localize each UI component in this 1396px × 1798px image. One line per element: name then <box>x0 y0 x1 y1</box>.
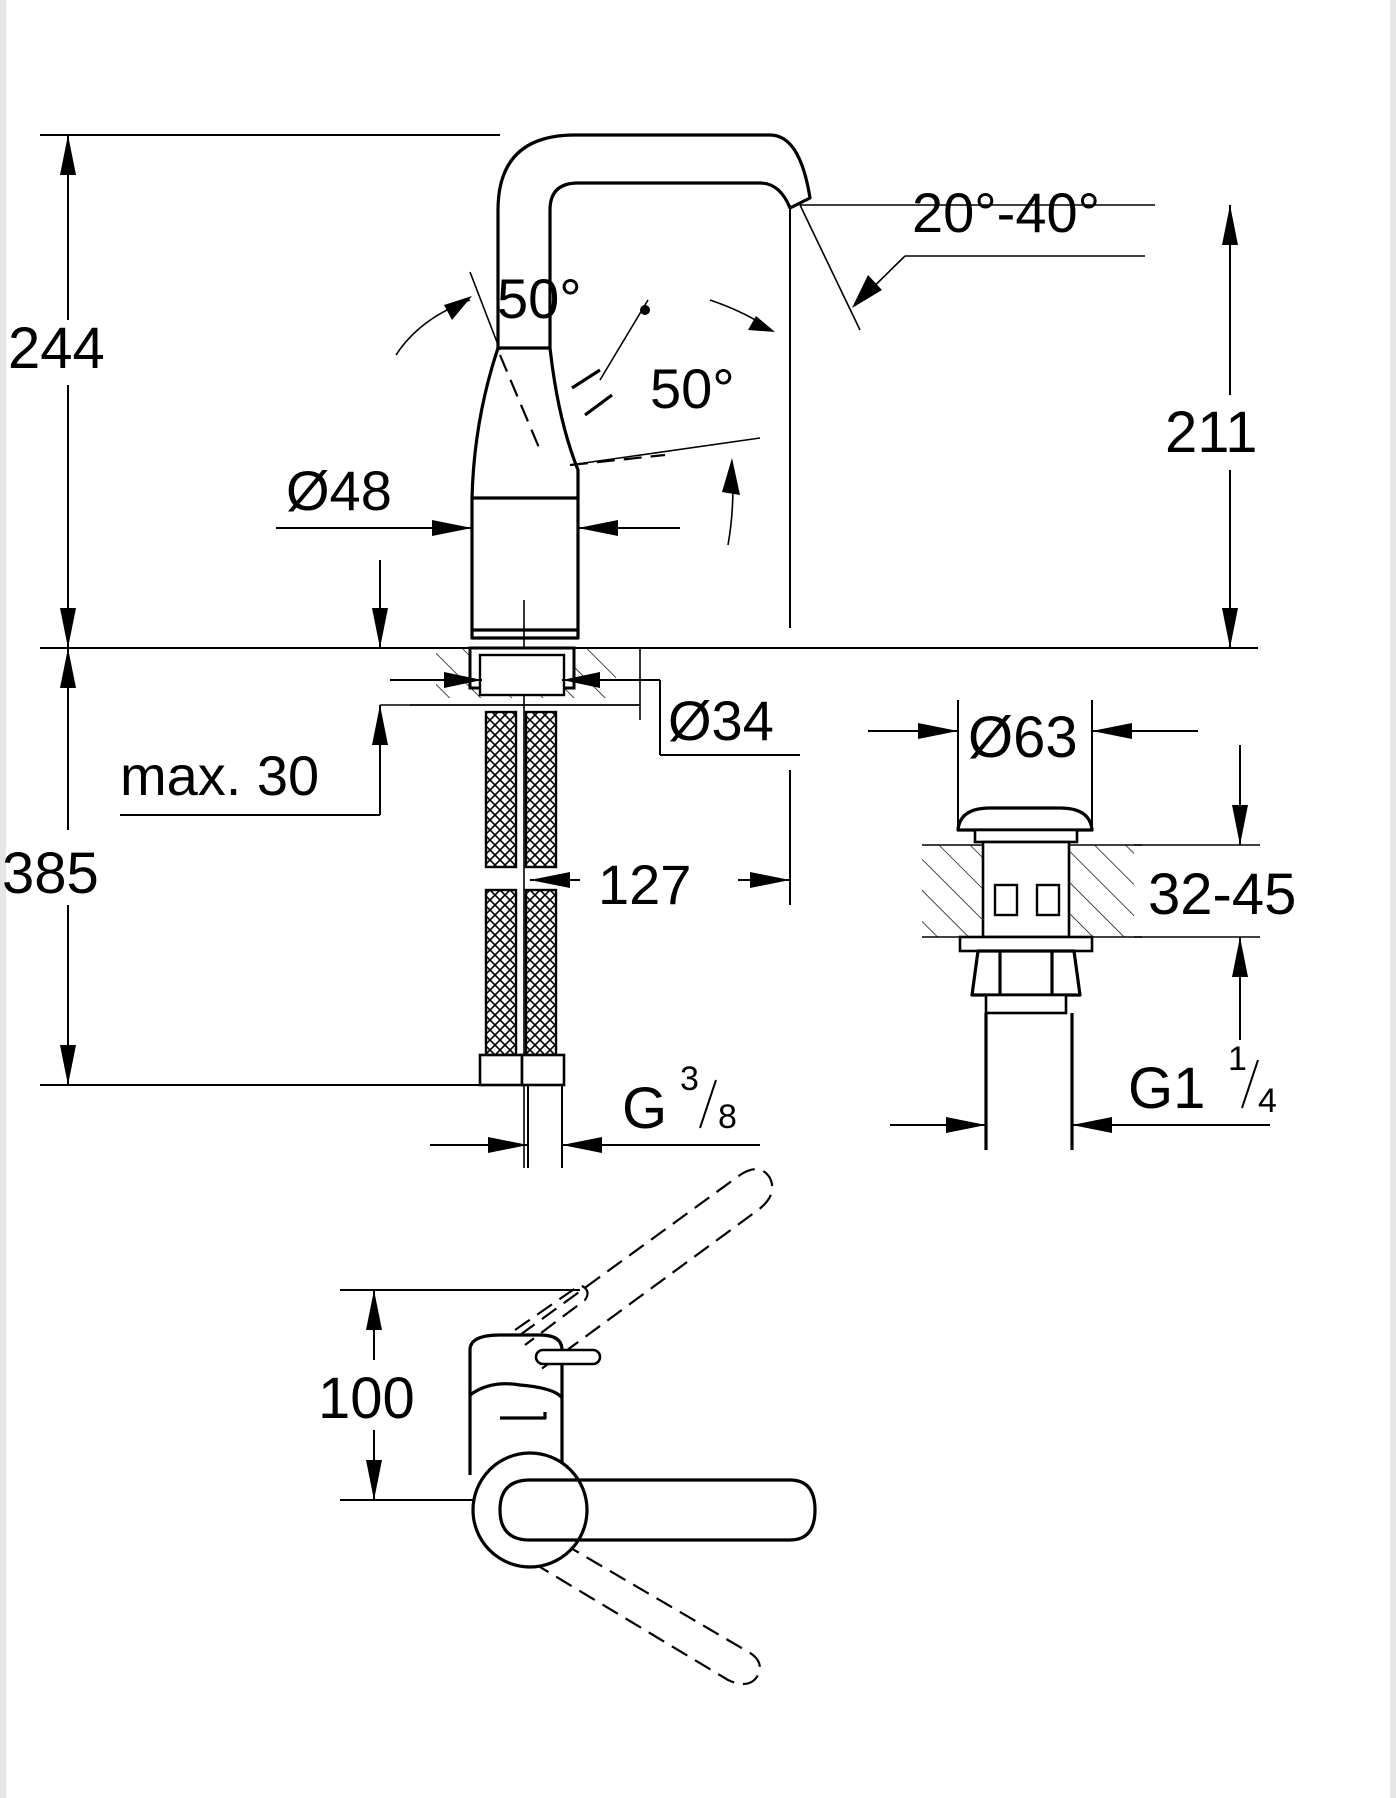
dim-100-label: 100 <box>318 1366 415 1431</box>
threaded-stud <box>478 653 566 697</box>
lever-alt-position <box>498 354 542 451</box>
lever-pivot-marker <box>640 305 650 315</box>
arrowhead <box>60 608 76 648</box>
plan-base-circle <box>471 1451 589 1569</box>
waste-cap <box>956 806 1094 832</box>
arrowhead <box>60 648 76 688</box>
spout <box>496 133 812 255</box>
spout-angle-label: 20°-40° <box>912 181 1100 244</box>
arrowhead <box>60 135 76 175</box>
g114-label: G1 <box>1128 1056 1205 1121</box>
dim-48-label: Ø48 <box>286 459 392 522</box>
arrowhead <box>918 723 958 739</box>
hose-left-lower <box>484 888 518 1057</box>
arrowhead <box>1072 1117 1112 1133</box>
hose-right-upper <box>524 710 558 869</box>
arrowhead <box>578 520 618 536</box>
arrowhead <box>1232 937 1248 977</box>
arrowhead <box>748 316 775 332</box>
hose-nut-right <box>520 1053 566 1087</box>
plan-aerator <box>534 1348 602 1366</box>
g114-fraction-den: 4 <box>1258 1082 1277 1120</box>
spout-angle-line <box>799 204 861 331</box>
hose-nut-left <box>478 1053 524 1087</box>
plan-detail <box>500 1412 547 1420</box>
dim-30-label: max. 30 <box>120 744 319 807</box>
arrowhead <box>372 705 388 745</box>
arrowhead <box>750 872 790 888</box>
lever-alt-up <box>519 1168 774 1371</box>
spout-alt <box>514 1283 589 1346</box>
plan-body <box>468 1350 564 1475</box>
arrowhead <box>1222 205 1238 245</box>
hose-left-upper <box>484 710 518 869</box>
hose-right-lower <box>524 888 558 1057</box>
arrowhead <box>432 520 472 536</box>
arrowhead <box>366 1290 382 1330</box>
plan-body-line <box>469 1382 564 1400</box>
arrowhead <box>1232 805 1248 845</box>
lever-alt-down <box>519 1529 761 1686</box>
lever-axis-ref <box>599 299 649 381</box>
waste-flange <box>973 828 1079 844</box>
dim-127-label: 127 <box>598 853 691 916</box>
waste-nut <box>970 949 1082 997</box>
arrowhead <box>1222 608 1238 648</box>
arrowhead <box>852 275 882 308</box>
arrowhead <box>444 296 472 320</box>
faucet-body <box>470 346 580 640</box>
arrowhead <box>366 1460 382 1500</box>
plan-view: 100 <box>318 1168 817 1686</box>
arrowhead <box>444 672 482 688</box>
g38-fraction-slash <box>699 1079 717 1129</box>
right-edge-strip <box>1390 0 1396 1798</box>
dim-385-label: 385 <box>2 841 99 906</box>
arrowhead <box>372 608 388 648</box>
lever-angle-ref <box>569 437 761 466</box>
dim-211-label: 211 <box>1165 400 1257 465</box>
plan-spout-tip <box>468 1333 564 1351</box>
dim-3245-label: 32-45 <box>1148 862 1296 927</box>
arrowhead <box>488 1137 528 1153</box>
g38-fraction-num: 3 <box>680 1060 699 1098</box>
left-edge-strip <box>0 0 6 1798</box>
g38-fraction-den: 8 <box>718 1098 737 1136</box>
g38-label: G <box>622 1076 667 1141</box>
arrowhead <box>946 1117 986 1133</box>
arrowhead <box>1092 723 1132 739</box>
waste-tail-top <box>984 993 1068 1015</box>
waste-window-left <box>993 883 1019 917</box>
arrowhead <box>60 1045 76 1085</box>
arrowhead <box>722 458 740 495</box>
waste-washer <box>958 935 1094 953</box>
waste-valve: Ø63 32-45 G1 1 4 <box>868 700 1296 1150</box>
dim-63-label: Ø63 <box>968 705 1078 770</box>
waste-window-right <box>1035 883 1061 917</box>
arrowhead <box>562 1137 602 1153</box>
plan-lever <box>498 1478 817 1542</box>
arrowhead <box>562 672 600 688</box>
lever-handle <box>571 368 613 417</box>
lever-angle-side-label: 50° <box>650 357 735 420</box>
g114-fraction-num: 1 <box>1228 1040 1247 1078</box>
dim-34-label: Ø34 <box>668 689 774 752</box>
lever-50-ref-line <box>469 271 501 351</box>
g114-fraction-slash <box>1241 1059 1259 1109</box>
lever-angle-top-label: 50° <box>497 267 582 330</box>
faucet-elevation: 244 385 211 20°-40° 50° 50° Ø48 Ø34 <box>2 133 1258 1168</box>
dim-244-label: 244 <box>8 316 105 381</box>
arrowhead <box>530 872 570 888</box>
